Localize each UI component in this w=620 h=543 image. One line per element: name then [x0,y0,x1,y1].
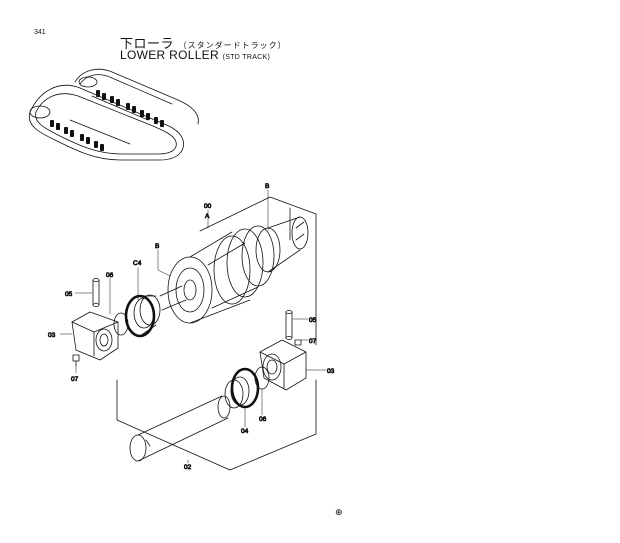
bolt-right [294,339,302,346]
pin-left [92,278,100,307]
roller-body [159,216,309,324]
pin-right [285,310,293,340]
callout-b-left: B [155,243,159,250]
callout-bracket-right: 03 [327,368,335,375]
callout-assembly: 00 [204,203,212,210]
callout-c4: C4 [133,260,142,267]
assembly-frame [199,196,317,346]
callout-pin-left: 05 [65,291,73,298]
bolt-left [72,354,80,367]
title-english-main: LOWER ROLLER [120,48,219,62]
floating-seal-left [124,294,161,338]
callout-bolt-left: 07 [71,376,79,383]
callout-bracket-left: 03 [48,332,56,339]
callout-labels: B 00 A B C4 06 05 03 07 05 07 03 02 04 0… [48,183,335,472]
callout-seal-right-outer: 04 [241,428,249,435]
bracket-left [71,311,119,361]
callout-pin-right: 05 [309,317,317,324]
bracket-right [259,339,307,391]
leader-lines [59,189,327,464]
callout-b-top: B [265,183,269,190]
floating-seal-right [224,367,260,409]
title-english: LOWER ROLLER (STD TRACK) [120,48,270,62]
roller-bolt-markers [50,90,164,151]
callout-shaft: 02 [184,464,192,471]
title-japanese: 下ローラ （スタンダードトラック） [120,33,287,52]
assembly-frame-lower [116,379,317,471]
callout-seal-right-inner: 06 [259,416,267,423]
title-japanese-main: 下ローラ [120,37,175,52]
callout-a: A [205,213,210,220]
shaft [129,395,231,462]
title-english-sub: (STD TRACK) [222,54,271,61]
footer-registration-mark: ⊕ [335,508,343,518]
callout-bolt-right: 07 [309,338,317,345]
title-japanese-sub: （スタンダードトラック） [178,41,287,50]
callout-seal-left: 06 [106,272,114,279]
track-frame-illustration [28,68,199,161]
page-number: 341 [34,29,46,36]
